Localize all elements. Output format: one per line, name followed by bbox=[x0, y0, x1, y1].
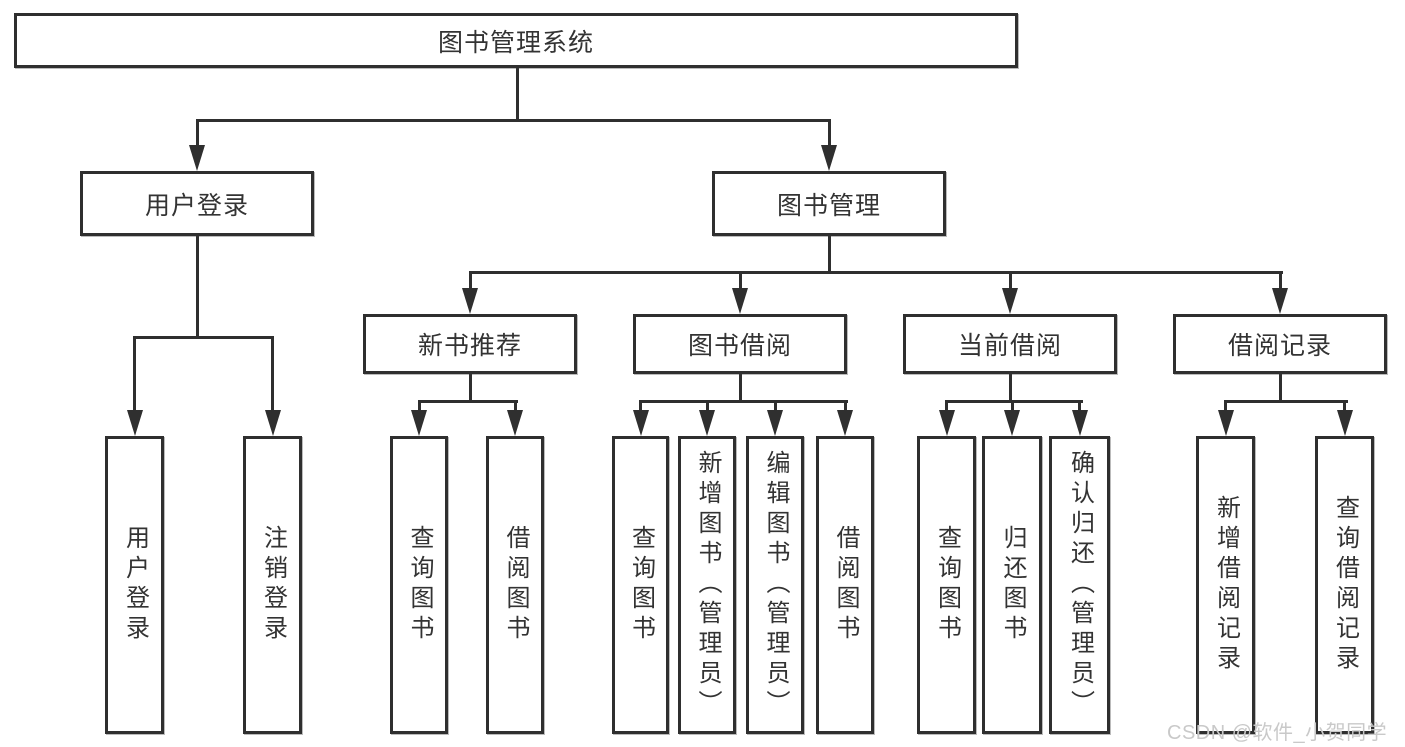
connector-line-horizontal bbox=[639, 400, 848, 403]
arrowhead-down-icon bbox=[767, 410, 783, 436]
node-label: 新书推荐 bbox=[417, 332, 522, 360]
connector-line-vertical bbox=[639, 400, 642, 412]
connector-line-vertical bbox=[738, 271, 742, 290]
node-leaf-return-books: 归还图书 bbox=[982, 436, 1042, 734]
node-label: 查询图书 bbox=[406, 525, 433, 645]
node-leaf-query-borrow-record: 查询借阅记录 bbox=[1315, 436, 1374, 734]
node-leaf-query-books-rec: 查询图书 bbox=[390, 436, 448, 734]
node-user-login: 用户登录 bbox=[80, 171, 314, 236]
connector-line-horizontal bbox=[195, 119, 831, 122]
connector-line-vertical bbox=[705, 400, 709, 412]
node-leaf-query-books-borrow: 查询图书 bbox=[612, 436, 669, 734]
connector-line-vertical bbox=[738, 374, 742, 403]
arrowhead-down-icon bbox=[1002, 288, 1018, 314]
node-label: 注销登录 bbox=[259, 525, 287, 645]
arrowhead-down-icon bbox=[632, 410, 649, 436]
node-label: 用户登录 bbox=[144, 191, 249, 220]
connector-line-vertical bbox=[945, 400, 948, 412]
connector-line-horizontal bbox=[945, 400, 1083, 403]
connector-line-vertical bbox=[271, 336, 274, 412]
node-label: 归还图书 bbox=[999, 525, 1026, 645]
connector-line-vertical bbox=[515, 68, 519, 119]
node-leaf-logout: 注销登录 bbox=[243, 436, 302, 734]
connector-line-vertical bbox=[1008, 374, 1012, 403]
arrowhead-down-icon bbox=[1004, 410, 1020, 436]
node-label: 确认归还（管理员） bbox=[1066, 450, 1094, 720]
connector-line-vertical bbox=[1278, 271, 1282, 290]
arrowhead-down-icon bbox=[1272, 288, 1288, 314]
node-label: 用户登录 bbox=[121, 525, 149, 645]
node-leaf-borrow-books: 借阅图书 bbox=[816, 436, 874, 734]
node-library-management-system: 图书管理系统 bbox=[14, 13, 1018, 68]
node-borrow-records: 借阅记录 bbox=[1173, 314, 1387, 374]
connector-line-vertical bbox=[1010, 400, 1014, 412]
connector-line-vertical bbox=[513, 400, 517, 412]
node-label: 新增图书（管理员） bbox=[694, 450, 721, 720]
arrowhead-down-icon bbox=[732, 288, 748, 314]
node-label: 借阅图书 bbox=[832, 525, 859, 645]
node-leaf-add-books-admin: 新增图书（管理员） bbox=[678, 436, 736, 734]
node-label: 查询图书 bbox=[627, 525, 655, 645]
arrowhead-down-icon bbox=[938, 410, 955, 436]
arrowhead-down-icon bbox=[126, 410, 143, 436]
connector-line-vertical bbox=[1078, 400, 1081, 412]
node-leaf-edit-books-admin: 编辑图书（管理员） bbox=[746, 436, 804, 734]
arrowhead-down-icon bbox=[1217, 410, 1234, 436]
node-label: 图书管理系统 bbox=[437, 28, 594, 57]
connector-line-horizontal bbox=[468, 271, 1283, 274]
connector-line-vertical bbox=[827, 119, 831, 147]
node-current-borrow: 当前借阅 bbox=[903, 314, 1117, 374]
node-label: 编辑图书（管理员） bbox=[762, 450, 789, 720]
node-leaf-user-login: 用户登录 bbox=[105, 436, 164, 734]
arrowhead-down-icon bbox=[411, 410, 427, 436]
csdn-watermark: CSDN @软件_小贺同学 bbox=[1167, 722, 1388, 744]
connector-line-vertical bbox=[195, 119, 199, 147]
connector-line-vertical bbox=[827, 236, 831, 274]
node-label: 图书借阅 bbox=[687, 332, 792, 360]
arrowhead-down-icon bbox=[821, 145, 837, 171]
connector-line-vertical bbox=[468, 374, 472, 403]
node-book-management: 图书管理 bbox=[712, 171, 946, 236]
arrowhead-down-icon bbox=[1336, 410, 1353, 436]
connector-line-vertical bbox=[468, 271, 472, 290]
connector-line-horizontal bbox=[133, 336, 274, 339]
connector-line-vertical bbox=[1008, 271, 1012, 290]
arrowhead-down-icon bbox=[837, 410, 853, 436]
node-label: 新增借阅记录 bbox=[1212, 495, 1240, 675]
connector-line-vertical bbox=[773, 400, 777, 412]
connector-line-vertical bbox=[1224, 400, 1227, 412]
arrowhead-down-icon bbox=[462, 288, 478, 314]
arrowhead-down-icon bbox=[699, 410, 715, 436]
node-label: 图书管理 bbox=[776, 191, 881, 220]
connector-line-vertical bbox=[417, 400, 421, 412]
connector-line-vertical bbox=[843, 400, 847, 412]
arrowhead-down-icon bbox=[1071, 410, 1088, 436]
node-leaf-add-borrow-record: 新增借阅记录 bbox=[1196, 436, 1255, 734]
node-leaf-confirm-return-admin: 确认归还（管理员） bbox=[1049, 436, 1110, 734]
node-label: 查询图书 bbox=[933, 525, 961, 645]
connector-line-vertical bbox=[1278, 374, 1282, 403]
node-leaf-query-books-current: 查询图书 bbox=[917, 436, 976, 734]
node-new-book-recommend: 新书推荐 bbox=[363, 314, 577, 374]
node-label: 当前借阅 bbox=[957, 332, 1062, 360]
node-leaf-borrow-books-rec: 借阅图书 bbox=[486, 436, 544, 734]
connector-line-vertical bbox=[133, 336, 136, 412]
node-label: 查询借阅记录 bbox=[1331, 495, 1359, 675]
arrowhead-down-icon bbox=[507, 410, 523, 436]
arrowhead-down-icon bbox=[189, 145, 205, 171]
node-label: 借阅记录 bbox=[1227, 332, 1332, 360]
arrowhead-down-icon bbox=[264, 410, 281, 436]
connector-line-horizontal bbox=[1224, 400, 1348, 403]
node-book-borrow: 图书借阅 bbox=[633, 314, 847, 374]
connector-line-horizontal bbox=[417, 400, 518, 403]
connector-line-vertical bbox=[1343, 400, 1346, 412]
node-label: 借阅图书 bbox=[502, 525, 529, 645]
connector-line-vertical bbox=[195, 236, 199, 336]
